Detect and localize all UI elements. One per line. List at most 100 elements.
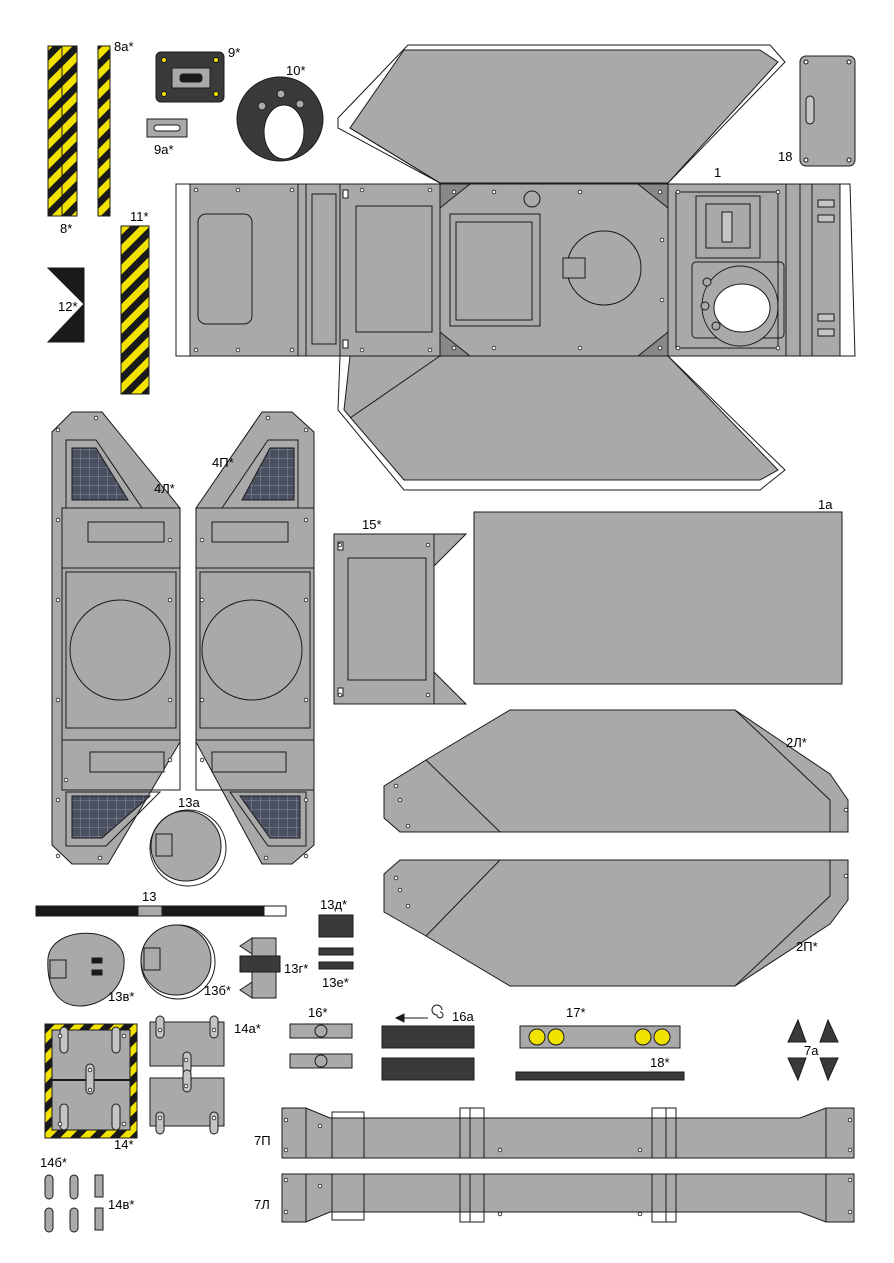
rivet-dot [167, 537, 173, 543]
part-18-panel [799, 55, 856, 167]
rivet-dot [397, 887, 403, 893]
rivet-dot [55, 797, 61, 803]
rivet-dot [183, 1057, 189, 1063]
part-14b-clips [44, 1174, 79, 1233]
rivet-dot [451, 189, 457, 195]
part-13e-bar-bottom [318, 961, 354, 970]
label-4p: 4П* [212, 455, 234, 470]
rivet-dot [317, 1123, 323, 1129]
label-13v: 13в* [108, 989, 135, 1004]
rivet-dot [265, 415, 271, 421]
part-11-hazard-strip [120, 225, 150, 395]
label-13: 13 [142, 889, 157, 904]
rivet-dot [199, 597, 205, 603]
rivet-dot [121, 1033, 127, 1039]
part-17-light-bar [519, 1025, 681, 1049]
rivet-dot [425, 542, 431, 548]
rivet-dot [657, 345, 663, 351]
rivet-dot [283, 1209, 289, 1215]
label-14a: 14а* [234, 1021, 261, 1036]
rivet-dot [87, 1087, 93, 1093]
label-13b: 13б* [204, 983, 231, 998]
label-1a: 1а [818, 497, 833, 512]
rivet-dot [199, 757, 205, 763]
rivet-dot [289, 347, 295, 353]
rivet-dot [57, 1121, 63, 1127]
rivet-dot [317, 1183, 323, 1189]
part-13e-bar-top [318, 947, 354, 956]
rivet-dot [303, 597, 309, 603]
rivet-dot [497, 1147, 503, 1153]
rivet-dot [657, 189, 663, 195]
rivet-dot [55, 697, 61, 703]
part-7l-track-panel [281, 1173, 855, 1223]
label-7l: 7Л [254, 1197, 270, 1212]
rivet-dot [427, 347, 433, 353]
part-13a-disk [149, 809, 227, 887]
part-16a-bars [381, 1004, 475, 1081]
rivet-dot [659, 297, 665, 303]
label-13e: 13е* [322, 975, 349, 990]
rivet-dot [337, 692, 343, 698]
part-1-hull-net [175, 44, 856, 491]
label-8a: 8а* [114, 39, 134, 54]
rivet-dot [199, 537, 205, 543]
label-13g: 13г* [284, 961, 309, 976]
rivet-dot [637, 1211, 643, 1217]
rivet-dot [497, 1211, 503, 1217]
rivet-dots [55, 187, 853, 1217]
rivet-dot [303, 797, 309, 803]
rivet-dot [283, 1147, 289, 1153]
label-16a: 16а [452, 1009, 474, 1024]
rivet-dot [193, 347, 199, 353]
rivet-dot [405, 823, 411, 829]
rivet-dot [55, 517, 61, 523]
rivet-dot [57, 1033, 63, 1039]
label-2p: 2П* [796, 939, 818, 954]
rivet-dot [167, 757, 173, 763]
rivet-dot [303, 853, 309, 859]
rivet-dot [775, 189, 781, 195]
label-2l: 2Л* [786, 735, 807, 750]
label-15: 15* [362, 517, 382, 532]
label-12: 12* [58, 299, 78, 314]
rivet-dot [55, 597, 61, 603]
part-7p-track-panel [281, 1107, 855, 1159]
rivet-dot [157, 1115, 163, 1121]
rivet-dot [63, 777, 69, 783]
rivet-dot [263, 855, 269, 861]
rivet-dot [303, 427, 309, 433]
rivet-dot [97, 855, 103, 861]
rivet-dot [303, 697, 309, 703]
label-10: 10* [286, 63, 306, 78]
rivet-dot [577, 189, 583, 195]
rivet-dot [93, 415, 99, 421]
label-4l: 4Л* [154, 481, 175, 496]
part-9-hatch [155, 51, 225, 103]
part-4l-side-panel [51, 411, 181, 865]
label-9a: 9а* [154, 142, 174, 157]
label-13a: 13а [178, 795, 200, 810]
label-9: 9* [228, 45, 241, 60]
rivet-dot [843, 807, 849, 813]
label-7p: 7П [254, 1133, 271, 1148]
rivet-dot [659, 237, 665, 243]
rivet-dot [577, 345, 583, 351]
label-8: 8* [60, 221, 73, 236]
part-13g-tabs [239, 937, 281, 999]
rivet-dot [393, 875, 399, 881]
part-14-panel [44, 1023, 138, 1139]
rivet-dot [425, 692, 431, 698]
spiral-icon [431, 1004, 444, 1019]
part-10-ring [236, 76, 324, 162]
rivet-dot [847, 1117, 853, 1123]
part-12-triangles [46, 267, 85, 343]
label-14v: 14в* [108, 1197, 135, 1212]
rivet-dot [637, 1147, 643, 1153]
rivet-dot [491, 189, 497, 195]
rivet-dot [167, 697, 173, 703]
rivet-dot [675, 189, 681, 195]
part-13d-block [318, 914, 354, 938]
part-13b-disk [140, 924, 216, 1000]
